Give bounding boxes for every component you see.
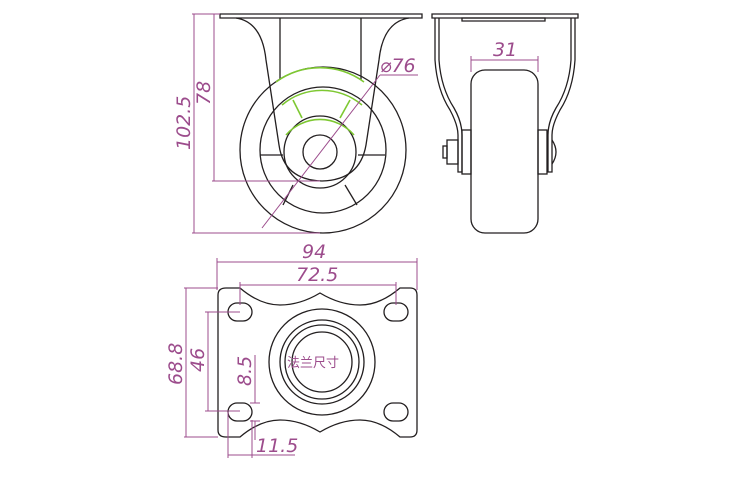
mount-hole (227, 402, 253, 422)
bracket (235, 17, 410, 182)
dim-hole-spacing-length: 72.5 (296, 264, 338, 286)
highlight-arc (285, 118, 355, 136)
flange-ring (279, 319, 365, 405)
side-top-plate (431, 13, 579, 19)
highlight-arc (281, 89, 363, 106)
side-bracket-left (434, 18, 463, 173)
nut (446, 139, 459, 165)
bushing (461, 129, 472, 175)
bolt-end (442, 145, 448, 159)
dim-plate-width: 68.8 (165, 343, 187, 385)
dim-hole-offset: 11.5 (256, 435, 298, 457)
dim-hole-spacing-width: 46 (187, 348, 209, 372)
wheel-outer (239, 66, 407, 234)
side-bracket-right (547, 18, 576, 173)
dim-wheel-diameter: ⌀76 (380, 55, 416, 77)
dim-wheel-width: 31 (493, 39, 517, 61)
wheel-rim (259, 86, 387, 214)
highlight-tick (292, 99, 303, 119)
dim-total-height: 102.5 (173, 96, 195, 150)
bushing (537, 129, 548, 175)
side-wheel (470, 69, 539, 234)
flange-ring (268, 308, 376, 416)
front-view: 102.5 78 ⌀76 (173, 13, 423, 234)
mount-hole (383, 402, 409, 422)
flange-ring (291, 331, 353, 393)
bottom-view: 法兰尺寸 94 72.5 68.8 46 8.5 11.5 (165, 241, 418, 458)
axle (302, 134, 338, 170)
dim-hole-slot: 8.5 (234, 356, 256, 386)
flange-label: 法兰尺寸 (287, 356, 339, 371)
flange-ring (284, 324, 360, 400)
dim-axle-height: 78 (193, 81, 215, 105)
mount-hole (383, 302, 409, 322)
bolt-head (551, 139, 557, 165)
spoke (344, 184, 358, 206)
highlight-arc (275, 66, 365, 83)
hub-ring (283, 115, 357, 189)
mounting-plate (217, 287, 418, 438)
plate-detail (461, 17, 546, 22)
highlight-tick (339, 99, 351, 119)
top-plate (219, 13, 423, 19)
dim-line-diameter (261, 74, 381, 229)
dim-plate-length: 94 (302, 241, 326, 263)
side-view: 31 (431, 13, 579, 234)
